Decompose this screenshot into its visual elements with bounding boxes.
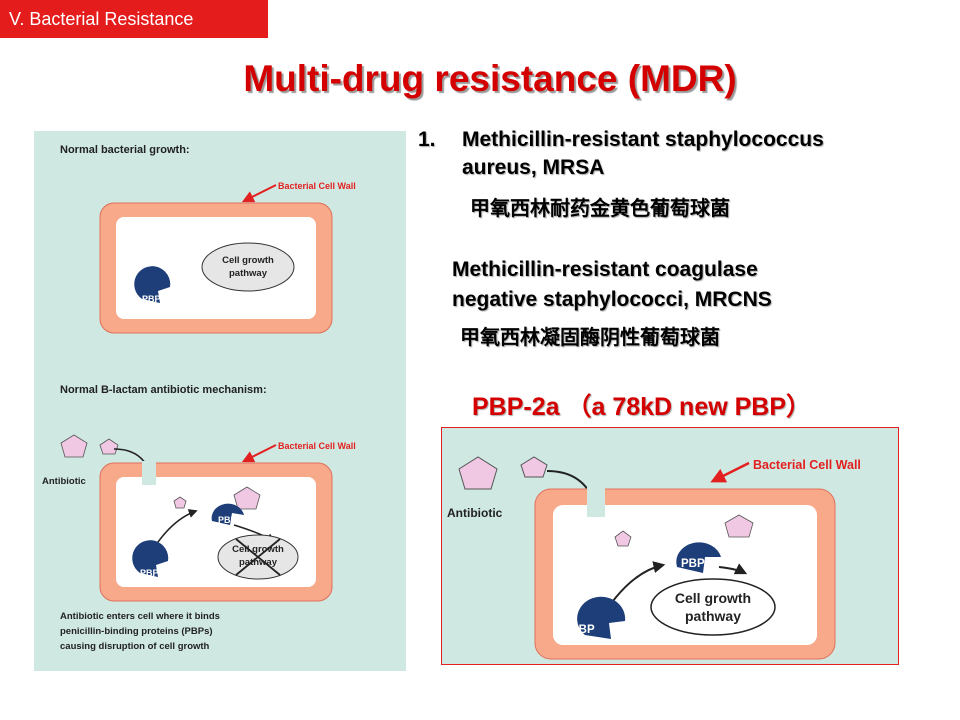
cell-wall-arrow-right: [710, 461, 750, 483]
cell-wall-arrow-1: [241, 184, 277, 203]
antibiotic-icon-3: [173, 496, 187, 509]
antibiotic-icon-r3: [614, 530, 632, 547]
antibiotic-icon-r1: [458, 456, 498, 490]
caption-line2: penicillin-binding proteins (PBPs): [60, 626, 213, 637]
pbp-label-1: PBP: [142, 294, 161, 304]
cell-wall-gap: [142, 461, 156, 485]
pbp-label-2: PBP: [140, 568, 159, 578]
cell-wall-label-1: Bacterial Cell Wall: [278, 181, 356, 191]
item1-line2: aureus, MRSA: [462, 156, 605, 179]
item1-chinese: 甲氧西林耐药金黄色葡萄球菌: [470, 196, 730, 220]
pbp2a-diagram: Bacterial Cell Wall Antibiotic PBP PBP C…: [441, 427, 899, 665]
antibiotic-icon-r2: [520, 456, 548, 478]
antibiotic-icon-1: [60, 434, 88, 458]
cell-growth-1-line1: Cell growth: [222, 255, 274, 266]
pbp2a-figure: Bacterial Cell Wall Antibiotic PBP PBP C…: [441, 427, 899, 665]
cell-growth-right-line1: Cell growth: [675, 590, 751, 606]
caption-line3: causing disruption of cell growth: [60, 641, 210, 652]
mechanism-heading: Normal B-lactam antibiotic mechanism:: [60, 384, 267, 396]
normal-growth-heading: Normal bacterial growth:: [60, 144, 190, 156]
pbp-shape-r-top: [676, 542, 721, 573]
cell-wall-label-right: Bacterial Cell Wall: [753, 458, 861, 472]
normal-mechanism-diagram: Normal bacterial growth: Bacterial Cell …: [34, 131, 406, 671]
disruption-cross-b: [235, 538, 281, 576]
antibiotic-icon-r4: [724, 514, 754, 538]
cell-growth-1-line2: pathway: [229, 268, 268, 279]
cell-growth-right-line2: pathway: [685, 608, 741, 624]
antibiotic-label-right: Antibiotic: [447, 506, 503, 520]
cell-growth-pathway-1: [201, 242, 295, 292]
pbp-shape-1: [134, 266, 171, 303]
cell-wall-gap-right: [587, 487, 605, 517]
caption-line1: Antibiotic enters cell where it binds: [60, 611, 220, 622]
antibiotic-label-left: Antibiotic: [42, 476, 86, 487]
item2-line2: negative staphylococci, MRCNS: [452, 288, 772, 311]
cell-growth-2-line2: pathway: [239, 557, 278, 568]
item2-chinese: 甲氧西林凝固酶阴性葡萄球菌: [460, 325, 720, 349]
pbp-label-r-bottom: PBP: [571, 624, 595, 636]
pbp-shape-r-bottom: [577, 596, 626, 639]
cell-growth-2-line1: Cell growth: [232, 544, 284, 555]
normal-mechanism-figure: Normal bacterial growth: Bacterial Cell …: [34, 131, 406, 671]
pbp-label-bound: PBP: [218, 515, 237, 525]
item1-number: 1.: [418, 128, 436, 151]
pbp-label-r-top: PBP: [681, 558, 705, 570]
section-tag: V. Bacterial Resistance: [0, 0, 268, 38]
slide-title: Multi-drug resistance (MDR): [243, 58, 737, 99]
cell-growth-pathway-right: [650, 578, 776, 636]
pbp-shape-2: [132, 540, 169, 577]
pbp-to-pathway-arrow-right: [718, 563, 748, 575]
item1-line1: Methicillin-resistant staphylococcus: [462, 128, 824, 151]
item2-line1: Methicillin-resistant coagulase: [452, 258, 758, 281]
cell-wall-label-2: Bacterial Cell Wall: [278, 441, 356, 451]
pbp2a-heading: PBP-2a （a 78kD new PBP）: [472, 393, 812, 421]
cell-wall-arrow-2: [241, 444, 277, 463]
pbp-shape-bound: [211, 503, 244, 525]
